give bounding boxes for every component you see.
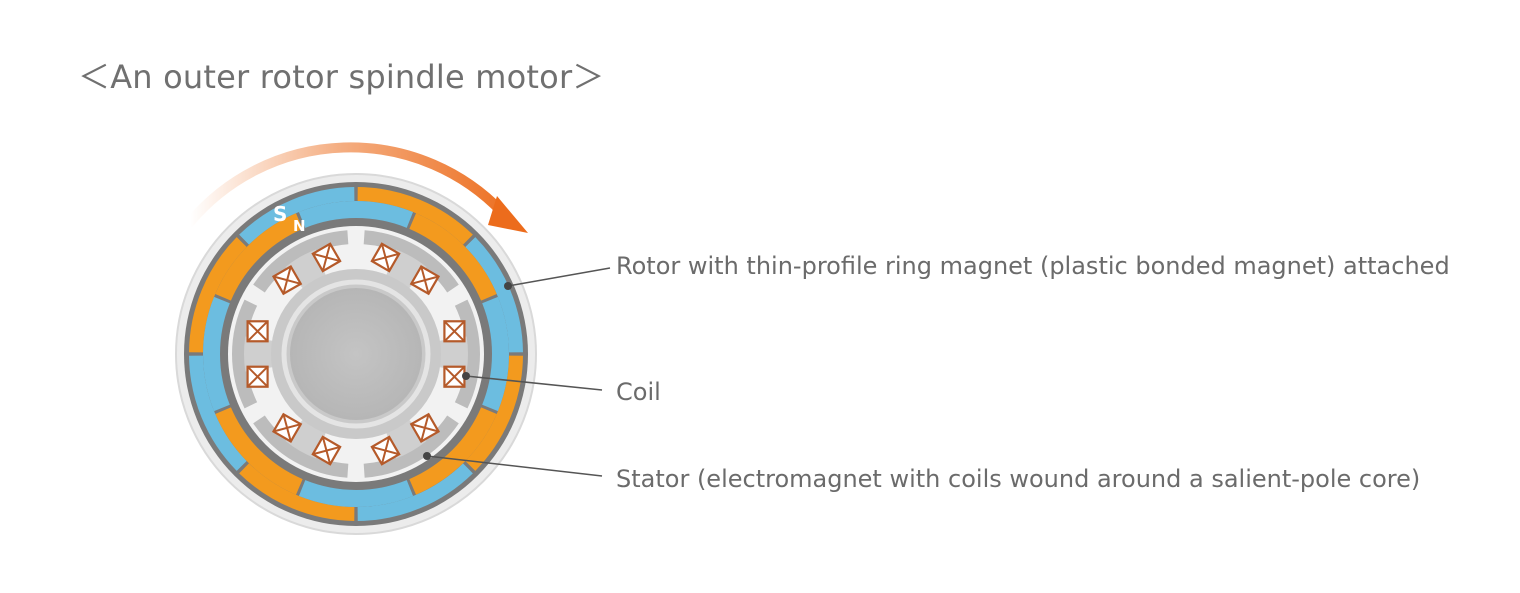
ring-magnet-outer (189, 187, 523, 521)
coil-cross-b (246, 366, 269, 388)
coil-icon (370, 435, 401, 466)
coil-cross-b (443, 366, 466, 388)
rotor-leader-dot (504, 282, 512, 290)
magnet-outer-segment (357, 463, 473, 521)
coil-icon (443, 365, 466, 388)
hub-ring (281, 279, 431, 429)
coil-icon (271, 412, 303, 444)
magnet-outer-segment (239, 463, 355, 521)
magnet-outer-segment (189, 237, 247, 353)
shaft (290, 288, 422, 420)
magnet-inner-segment (409, 407, 497, 495)
coil-group (246, 242, 466, 466)
coil-icon (443, 320, 466, 343)
stator-leader-line (426, 455, 603, 477)
coil-leader-dot (462, 372, 470, 380)
magnet-inner-segment (482, 296, 509, 412)
stator-tooth (438, 336, 469, 372)
magnet-outer-segment (465, 237, 523, 353)
coil-icon (409, 412, 441, 444)
coil-cross-b (312, 445, 341, 456)
coil-cross-b (380, 436, 391, 465)
magnet-outer-segment (465, 355, 523, 471)
magnet-outer-segment (189, 355, 247, 471)
magnet-outer-segment (357, 187, 473, 245)
coil-callout: Coil (616, 378, 661, 406)
rotor-callout: Rotor with thin-profile ring magnet (pla… (616, 252, 1450, 280)
coil-cross-b (443, 320, 466, 342)
stator-tooth (244, 336, 274, 372)
rotation-arrowhead-icon (488, 196, 528, 233)
rotor-leader-line (507, 267, 611, 287)
magnet-inner-segment (202, 296, 230, 412)
coil-icon (271, 264, 303, 296)
coil-cross-b (420, 413, 430, 442)
ring-magnet-inner (202, 200, 509, 507)
coil-cross-b (321, 243, 332, 272)
coil-icon (370, 242, 401, 273)
coil-cross-b (282, 266, 292, 295)
magnet-inner-segment (409, 213, 497, 301)
magnet-inner-segment (215, 213, 303, 301)
stator-callout: Stator (electromagnet with coils wound a… (616, 465, 1421, 493)
magnet-inner-segment (215, 407, 303, 495)
coil-leader-line (465, 375, 603, 391)
coil-icon (409, 264, 441, 296)
rotor-inner-ring (221, 219, 491, 489)
coil-cross-b (410, 275, 439, 285)
south-pole-label: S (273, 202, 287, 226)
coil-icon (311, 435, 342, 466)
magnet-outer-segment (239, 187, 355, 245)
north-pole-label: N (293, 217, 306, 235)
coil-cross-b (273, 423, 302, 433)
coil-cross-b (246, 320, 269, 342)
magnet-inner-segment (298, 480, 414, 507)
coil-icon (246, 365, 269, 388)
rotation-arrow-icon (185, 142, 507, 227)
magnet-inner-segment (298, 200, 414, 228)
coil-icon (246, 320, 269, 343)
coil-cross-b (371, 252, 400, 263)
diagram-title: ＜An outer rotor spindle motor＞ (78, 58, 605, 96)
coil-icon (311, 242, 342, 273)
stator-leader-dot (423, 452, 431, 460)
